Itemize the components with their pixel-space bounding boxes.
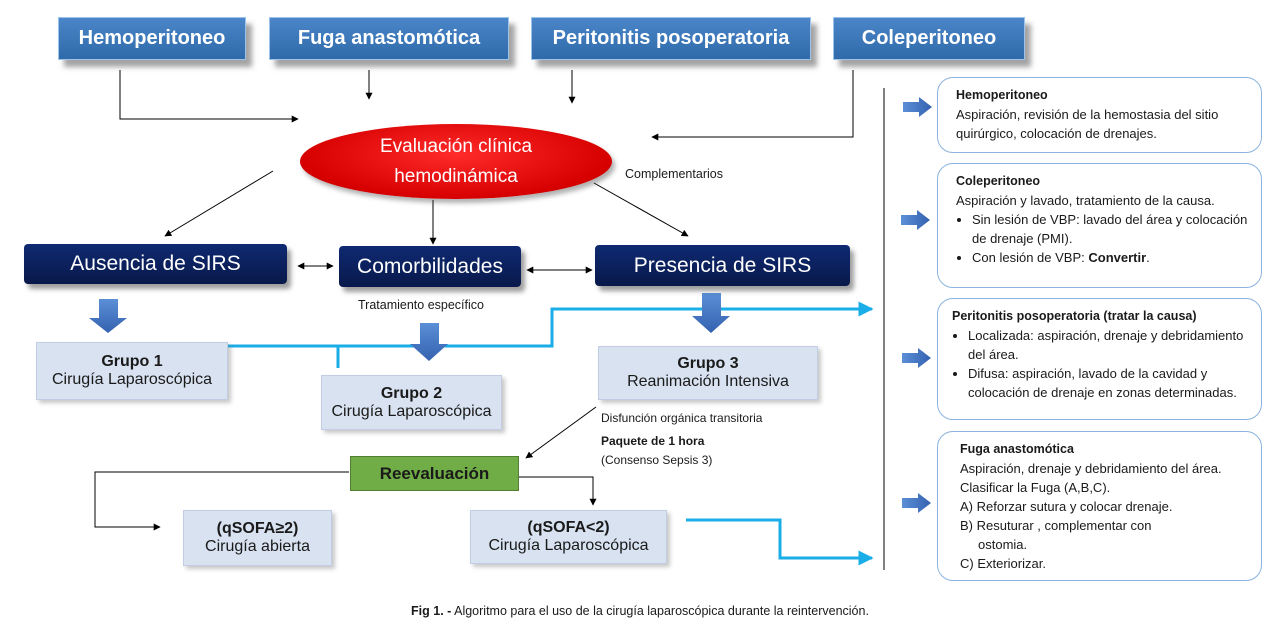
panel-coleperitoneo: Coleperitoneo Aspiración y lavado, trata… [937, 163, 1262, 288]
evaluation-line2: hemodinámica [394, 165, 518, 187]
group-3-subtitle: Reanimación Intensiva [627, 373, 789, 390]
bullet-2-suffix: . [1146, 250, 1150, 265]
arrow-to-qsofa-low [519, 476, 597, 506]
block-arrow-group1 [89, 299, 127, 333]
paquete-subtitle: (Consenso Sepsis 3) [601, 453, 713, 467]
bullet-2-bold: Convertir [1088, 250, 1147, 265]
panel-fuga: Fuga anastomótica Aspiración, drenaje y … [937, 431, 1262, 581]
caption-label: Fig 1. - [411, 604, 452, 618]
panel-fuga-text: Aspiración, drenaje y debridamiento del … [960, 461, 1222, 495]
qsofa-low-subtitle: Cirugía Laparoscópica [488, 537, 649, 554]
panel-fuga-title: Fuga anastomótica [960, 442, 1074, 456]
qsofa-high-subtitle: Cirugía abierta [205, 538, 310, 555]
box-hemoperitoneo: Hemoperitoneo [58, 17, 246, 60]
panel-hemoperitoneo: Hemoperitoneo Aspiración, revisión de la… [937, 77, 1262, 153]
qsofa-low-title: (qSOFA<2) [527, 519, 610, 536]
group-3-box: Grupo 3 Reanimación Intensiva [598, 346, 818, 400]
tratamiento-especifico-label: Tratamiento específico [358, 298, 484, 312]
figure-caption: Fig 1. - Algoritmo para el uso de la cir… [0, 604, 1280, 618]
box-comorbilidades: Comorbilidades [339, 246, 521, 287]
panel-fuga-option-c: C) Exteriorizar. [960, 556, 1046, 571]
cyan-line-groups [228, 301, 874, 348]
panel-coleperitoneo-title: Coleperitoneo [956, 174, 1041, 188]
box-fuga-anastomotica: Fuga anastomótica [269, 17, 509, 60]
panel-hemoperitoneo-title: Hemoperitoneo [956, 88, 1048, 102]
caption-text: Algoritmo para el uso de la cirugía lapa… [451, 604, 869, 618]
block-arrow-panel-coleperitoneo [901, 210, 930, 230]
cyan-line-qsofa [686, 518, 874, 566]
evaluation-oval: Evaluación clínica hemodinámica [300, 124, 612, 199]
bullet-2-prefix: Con lesión de VBP: [972, 250, 1089, 265]
qsofa-high-title: (qSOFA≥2) [216, 520, 299, 537]
complementarios-label: Complementarios [625, 167, 723, 181]
panel-fuga-option-a: A) Reforzar sutura y colocar drenaje. [960, 499, 1173, 514]
qsofa-low-box: (qSOFA<2) Cirugía Laparoscópica [470, 510, 667, 564]
arrow-to-qsofa-high [94, 471, 349, 531]
panel-coleperitoneo-list: Sin lesión de VBP: lavado del área y col… [956, 210, 1251, 267]
paquete-title: Paquete de 1 hora [601, 434, 705, 448]
group-2-subtitle: Cirugía Laparoscópica [331, 402, 492, 420]
block-arrow-group3 [692, 293, 730, 333]
group-2-title: Grupo 2 [380, 384, 443, 402]
box-ausencia-sirs: Ausencia de SIRS [24, 244, 287, 284]
box-presencia-sirs: Presencia de SIRS [595, 245, 850, 286]
box-reevaluacion: Reevaluación [350, 456, 519, 491]
group-3-title: Grupo 3 [677, 355, 739, 372]
panel-peritonitis-bullet-2: Difusa: aspiración, lavado de la cavidad… [968, 364, 1251, 402]
arrow-to-sirs-absent [164, 170, 274, 237]
panel-fuga-option-b-cont: ostomia. [978, 537, 1028, 552]
panel-peritonitis-bullet-1: Localizada: aspiración, drenaje y debrid… [968, 326, 1251, 364]
panel-fuga-option-b: B) Resuturar , complementar con [960, 518, 1152, 533]
qsofa-high-box: (qSOFA≥2) Cirugía abierta [183, 510, 332, 566]
group-2-box: Grupo 2 Cirugía Laparoscópica [321, 375, 502, 430]
connector-hemoperitoneo [119, 70, 299, 123]
arrow-to-sirs-present [593, 182, 689, 237]
box-peritonitis-posoperatoria: Peritonitis posoperatoria [531, 17, 811, 60]
box-coleperitoneo: Coleperitoneo [833, 17, 1025, 60]
group-1-subtitle: Cirugía Laparoscópica [51, 371, 213, 388]
block-arrow-group2 [410, 323, 448, 361]
block-arrow-panel-fuga [902, 493, 931, 513]
panel-coleperitoneo-text: Aspiración y lavado, tratamiento de la c… [956, 193, 1215, 208]
evaluation-line1: Evaluación clínica [379, 135, 533, 157]
block-arrow-panel-peritonitis [902, 348, 931, 368]
group-1-title: Grupo 1 [101, 353, 163, 370]
panel-coleperitoneo-bullet-2: Con lesión de VBP: Convertir. [972, 248, 1251, 267]
connector-coleperitoneo [651, 70, 854, 141]
group-1-box: Grupo 1 Cirugía Laparoscópica [36, 342, 228, 400]
arrow-to-reevaluation [525, 406, 597, 459]
block-arrow-panel-hemoperitoneo [903, 97, 932, 117]
panel-peritonitis-list: Localizada: aspiración, drenaje y debrid… [952, 326, 1251, 402]
panel-coleperitoneo-bullet-1: Sin lesión de VBP: lavado del área y col… [972, 210, 1251, 248]
panel-hemoperitoneo-text: Aspiración, revisión de la hemostasia de… [956, 107, 1219, 141]
panel-peritonitis: Peritonitis posoperatoria (tratar la cau… [937, 298, 1262, 420]
panel-peritonitis-title: Peritonitis posoperatoria (tratar la cau… [952, 309, 1197, 323]
disfuncion-label: Disfunción orgánica transitoria [601, 411, 763, 425]
